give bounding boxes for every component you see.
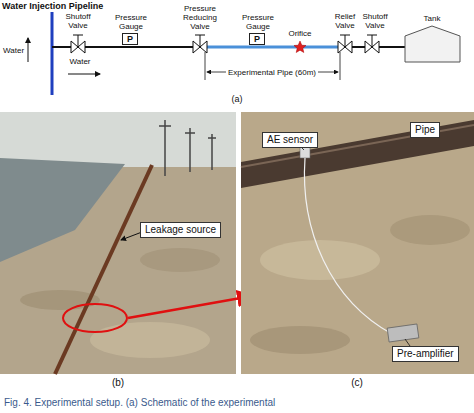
flow-arrow: [28, 38, 29, 62]
callout-box: Pipe: [410, 122, 440, 138]
callout-text: Pipe: [415, 124, 435, 136]
pressure-gauge: Pressure GaugeP: [249, 33, 265, 45]
callout-box: AE sensor: [262, 132, 318, 148]
gauge-letter: P: [250, 34, 264, 44]
injection-pipe: [51, 12, 54, 95]
flow-arrow: [68, 74, 100, 75]
callout-text: Leakage source: [145, 224, 216, 236]
photo-site: [0, 112, 252, 374]
orifice-label: Orifice: [280, 29, 320, 38]
experimental-pipe: [205, 46, 340, 49]
dimension-label: Experimental Pipe (60m): [226, 68, 318, 77]
flow-label: Water: [60, 57, 100, 66]
gauge-label: Pressure Gauge: [107, 13, 155, 31]
callout-box: Leakage source: [140, 222, 221, 238]
photo-sensor: [241, 112, 474, 374]
figure-title: Water Injection Pipeline: [2, 1, 142, 11]
tank-label: Tank: [412, 14, 452, 23]
panel-label: (a): [222, 94, 252, 104]
callout-text: AE sensor: [267, 134, 313, 146]
flow-label: Water: [3, 46, 27, 55]
callout-text: Pre-amplifier: [397, 348, 454, 360]
panel-label: (b): [103, 377, 133, 388]
gauge-letter: P: [123, 34, 137, 44]
valve-label: Pressure Reducing Valve: [177, 4, 223, 31]
callout-box: Pre-amplifier: [392, 346, 459, 362]
valve-label: Relief Valve: [328, 12, 362, 30]
tank-symbol: [405, 26, 460, 62]
gauge-label: Pressure Gauge: [234, 13, 282, 31]
orifice-symbol: [294, 41, 306, 53]
panel-label: (c): [342, 377, 372, 388]
pressure-gauge: Pressure GaugeP: [122, 33, 138, 45]
dimension-line: [205, 52, 340, 80]
figure-caption: Fig. 4. Experimental setup. (a) Schemati…: [4, 397, 275, 409]
valve-symbols: [71, 35, 379, 53]
valve-label: Shutoff Valve: [356, 12, 394, 30]
valve-label: Shutoff Valve: [58, 12, 98, 30]
